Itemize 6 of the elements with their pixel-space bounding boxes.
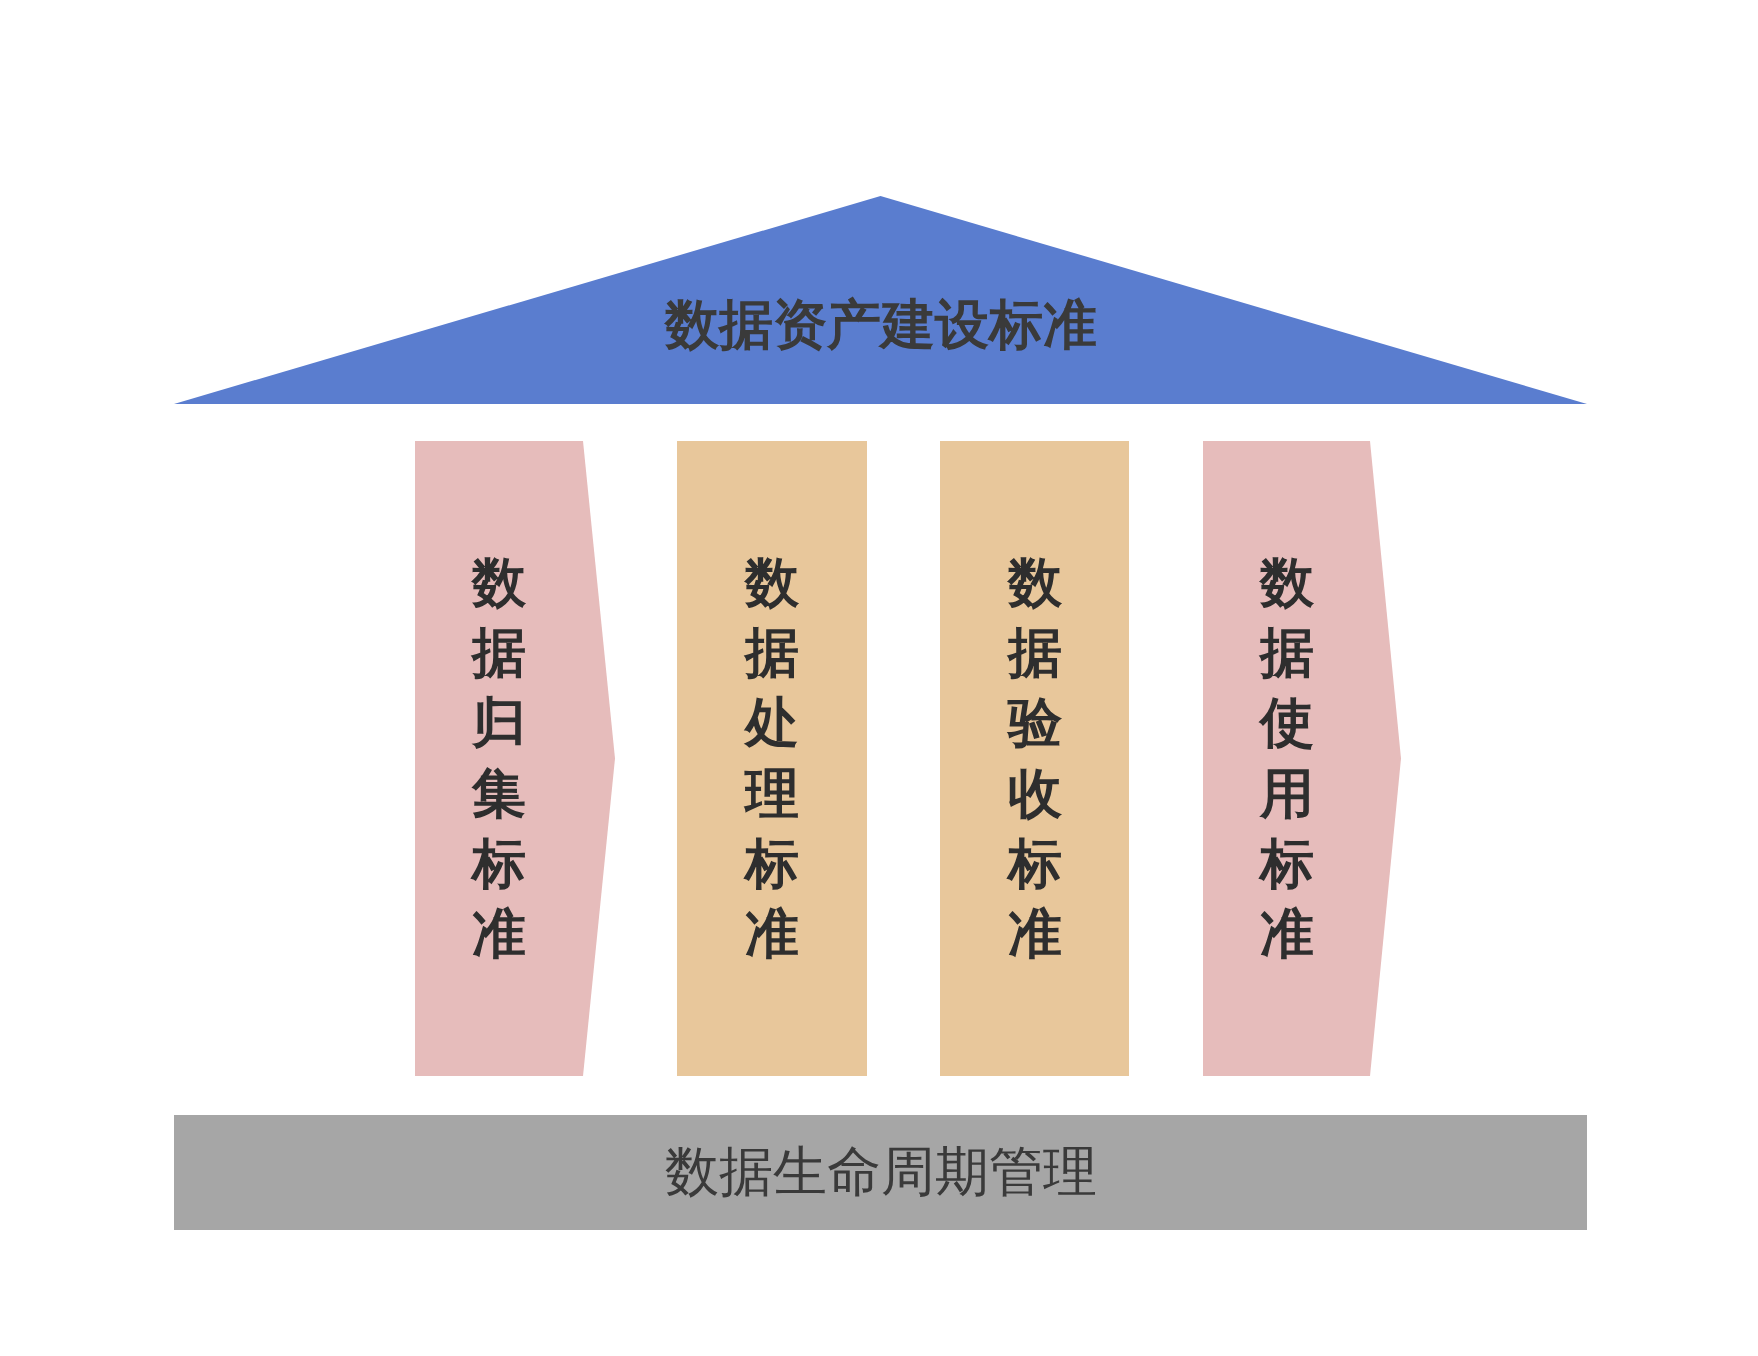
- roof-title: 数据资产建设标准: [664, 291, 1097, 358]
- pillar-label: 数据使用标准: [1259, 549, 1314, 967]
- base-label: 数据生命周期管理: [664, 1139, 1097, 1205]
- pillar-label: 数据验收标准: [1007, 549, 1062, 967]
- pillar-label: 数据归集标准: [472, 549, 526, 967]
- pillar-label: 数据处理标准: [745, 549, 799, 967]
